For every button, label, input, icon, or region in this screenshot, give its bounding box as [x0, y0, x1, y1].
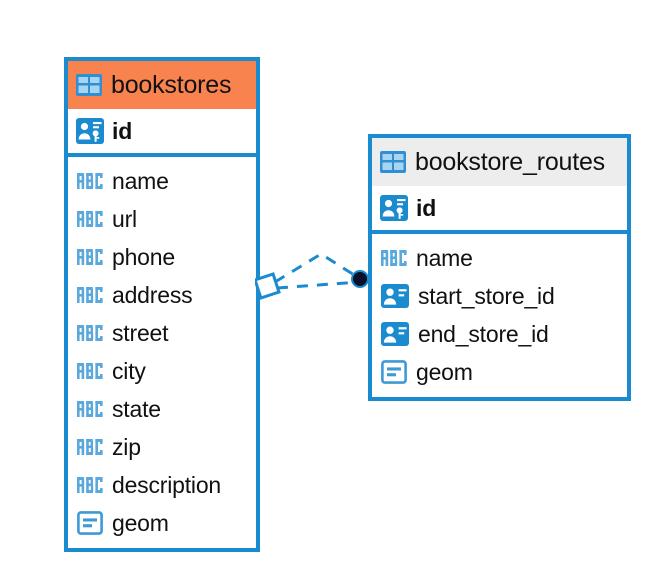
primary-key-icon: [76, 118, 104, 144]
text-type-icon: [77, 249, 103, 265]
field-row-name[interactable]: name: [372, 239, 627, 277]
text-type-icon: [381, 250, 407, 266]
field-row-zip[interactable]: zip: [68, 428, 256, 466]
field-list-bookstores: name: [68, 157, 256, 548]
field-label: zip: [112, 433, 141, 460]
field-row-name[interactable]: name: [68, 162, 256, 200]
field-label: id: [112, 117, 133, 144]
field-row-url[interactable]: url: [68, 200, 256, 238]
field-label: geom: [416, 358, 473, 385]
field-row-phone[interactable]: phone: [68, 238, 256, 276]
table-icon: [76, 74, 102, 96]
field-label: start_store_id: [418, 282, 555, 309]
field-label: phone: [112, 243, 175, 270]
field-row-primary-key[interactable]: id: [372, 186, 627, 234]
field-label: name: [112, 167, 169, 194]
relationship-line-upper: [274, 252, 360, 284]
field-row-address[interactable]: address: [68, 276, 256, 314]
field-row-start-store-id[interactable]: start_store_id: [372, 277, 627, 315]
field-label: name: [416, 244, 473, 271]
field-label: street: [112, 319, 169, 346]
text-type-icon: [77, 287, 103, 303]
relationship-connector[interactable]: [255, 238, 385, 322]
filled-circle-marker: [351, 270, 369, 288]
field-label: description: [112, 471, 222, 498]
text-type-icon: [77, 211, 103, 227]
relationship-line-lower: [276, 280, 360, 290]
entity-header-bookstores[interactable]: bookstores: [68, 61, 256, 109]
geometry-type-icon: [77, 511, 103, 535]
primary-key-icon: [380, 195, 408, 221]
entity-title: bookstore_routes: [415, 147, 605, 176]
field-label: id: [416, 194, 437, 221]
field-row-geom[interactable]: geom: [68, 504, 256, 542]
entity-header-bookstore-routes[interactable]: bookstore_routes: [372, 138, 627, 186]
field-row-state[interactable]: state: [68, 390, 256, 428]
foreign-key-icon: [381, 284, 409, 308]
field-label: state: [112, 395, 161, 422]
field-label: geom: [112, 509, 169, 536]
foreign-key-icon: [381, 322, 409, 346]
field-label: city: [112, 357, 146, 384]
geometry-type-icon: [381, 360, 407, 384]
text-type-icon: [77, 439, 103, 455]
entity-title: bookstores: [111, 70, 232, 99]
field-row-end-store-id[interactable]: end_store_id: [372, 315, 627, 353]
entity-bookstore-routes[interactable]: bookstore_routes id: [368, 134, 631, 401]
field-row-geom[interactable]: geom: [372, 353, 627, 391]
text-type-icon: [77, 325, 103, 341]
text-type-icon: [77, 477, 103, 493]
field-list-bookstore-routes: name start_store_id: [372, 234, 627, 397]
table-icon: [380, 151, 406, 173]
text-type-icon: [77, 363, 103, 379]
field-label: url: [112, 205, 137, 232]
field-row-primary-key[interactable]: id: [68, 109, 256, 157]
field-label: end_store_id: [418, 320, 549, 347]
field-row-street[interactable]: street: [68, 314, 256, 352]
text-type-icon: [77, 401, 103, 417]
text-type-icon: [77, 173, 103, 189]
field-row-city[interactable]: city: [68, 352, 256, 390]
entity-bookstores[interactable]: bookstores id: [64, 57, 260, 552]
field-row-description[interactable]: description: [68, 466, 256, 504]
field-label: address: [112, 281, 193, 308]
